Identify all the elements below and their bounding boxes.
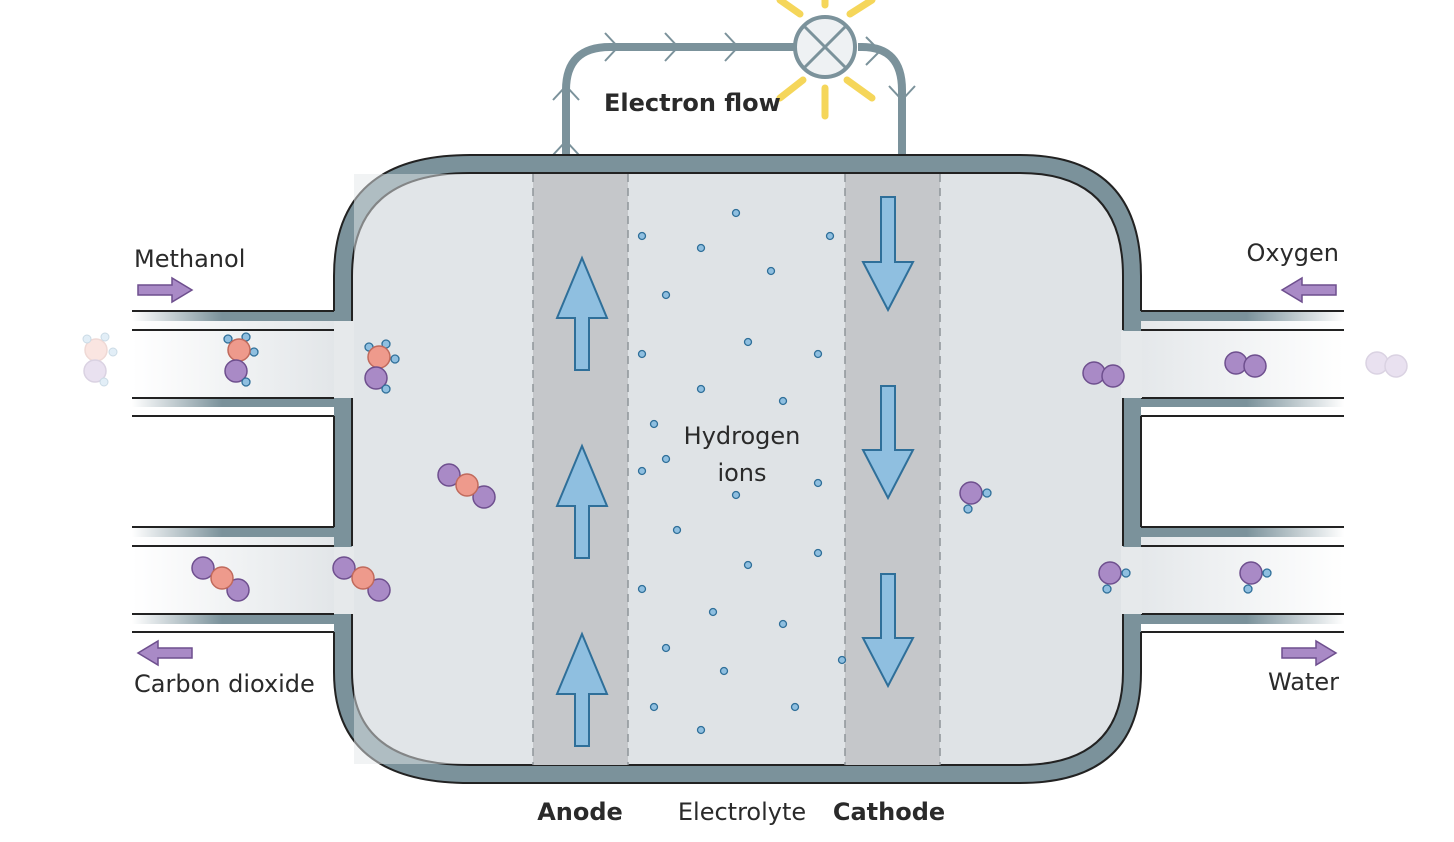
hydrogen-ions-label-line1: Hydrogen: [684, 422, 801, 450]
oxygen-in-arrow-icon: [1280, 276, 1337, 304]
co2-molecule: [191, 556, 250, 602]
oxygen-molecule: [1224, 351, 1267, 378]
water-out-arrow-icon: [1281, 639, 1338, 667]
wire-chevron: [552, 139, 580, 156]
oxygen-molecule: [1365, 351, 1408, 378]
wire-chevron: [888, 85, 916, 102]
down-arrow-icon: [861, 385, 915, 501]
methanol-molecule: [364, 339, 400, 394]
electron-flow-label: Electron flow: [604, 89, 781, 117]
hydrogen-ions: [637, 208, 847, 735]
up-arrow-icon: [555, 443, 609, 559]
down-arrow-icon: [861, 196, 915, 313]
up-arrow-icon: [555, 255, 609, 371]
wire-chevron: [865, 36, 882, 66]
water-molecule: [959, 481, 992, 514]
down-arrow-icon: [861, 573, 915, 689]
wire-chevron: [552, 84, 580, 101]
oxygen-molecule: [1082, 361, 1125, 388]
hydrogen-ions-label-line2: ions: [717, 459, 766, 487]
oxygen-label: Oxygen: [1246, 239, 1339, 267]
water-outlet-pipe: [1100, 526, 1344, 633]
cathode-label: Cathode: [833, 798, 945, 826]
water-molecule: [1098, 561, 1131, 594]
electron-wire: [552, 32, 916, 165]
anode-label: Anode: [537, 798, 623, 826]
co2-outlet-pipe: [132, 526, 357, 633]
up-arrow-icon: [555, 631, 609, 747]
water-label: Water: [1268, 668, 1339, 696]
electrolyte-label: Electrolyte: [678, 798, 806, 826]
co2-out-arrow-icon: [136, 639, 193, 667]
co2-molecule: [437, 463, 496, 509]
co2-molecule: [332, 556, 391, 602]
wire-chevron: [604, 32, 620, 62]
methanol-molecule: [223, 332, 259, 387]
methanol-in-arrow-icon: [137, 276, 194, 304]
water-molecule: [1239, 561, 1272, 594]
light-bulb-icon: [776, 0, 876, 120]
wire-chevron: [724, 32, 740, 62]
methanol-label: Methanol: [134, 245, 245, 273]
wire-chevron: [664, 32, 680, 62]
methanol-molecule: [82, 332, 118, 387]
carbon-dioxide-label: Carbon dioxide: [134, 670, 315, 698]
